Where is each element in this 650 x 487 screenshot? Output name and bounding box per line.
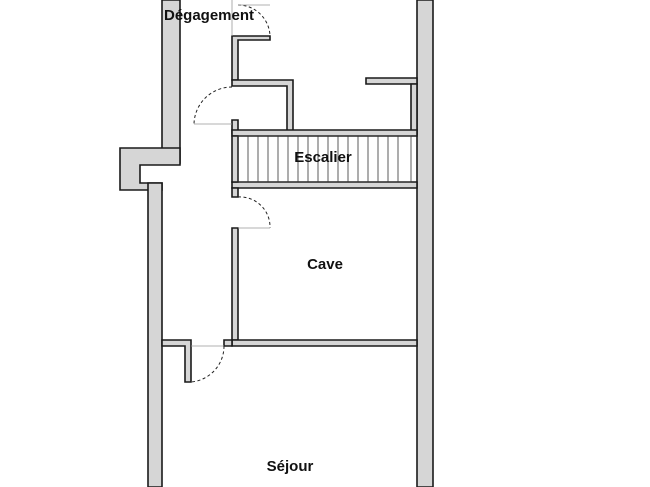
sejour-door-icon	[190, 345, 225, 383]
stair-treads	[247, 136, 399, 182]
room-label-degagement: Dégagement	[164, 7, 254, 24]
stair-left-wall	[231, 135, 239, 183]
stair-outline	[237, 135, 412, 183]
left-outer-wall-lower	[147, 182, 163, 487]
sejour-top-wall-left	[161, 339, 192, 383]
room-labels: Dégagement Escalier Cave Séjour	[164, 7, 352, 475]
right-inner-wall	[410, 83, 418, 135]
stair-bottom-wall	[231, 181, 418, 189]
cave-door-icon	[237, 196, 271, 229]
stair-top-wall	[231, 129, 418, 137]
closet-door-icon	[193, 86, 233, 125]
right-stub-wall	[365, 77, 418, 85]
cave-left-jamb-top	[231, 187, 239, 198]
cave-left-wall	[231, 227, 239, 341]
doors	[190, 0, 271, 383]
stair	[237, 135, 412, 183]
cave-bottom-wall	[231, 339, 418, 347]
left-wall-jog	[119, 147, 181, 191]
room-label-cave: Cave	[307, 256, 343, 273]
left-outer-wall-upper	[161, 0, 181, 164]
closet-wall	[231, 79, 294, 135]
degagement-door-icon	[231, 0, 271, 38]
sejour-top-wall-right	[223, 339, 233, 347]
right-outer-wall	[416, 0, 434, 487]
degagement-partition	[231, 35, 271, 81]
walls	[119, 0, 434, 487]
room-label-sejour: Séjour	[267, 458, 314, 475]
room-label-escalier: Escalier	[294, 149, 352, 166]
